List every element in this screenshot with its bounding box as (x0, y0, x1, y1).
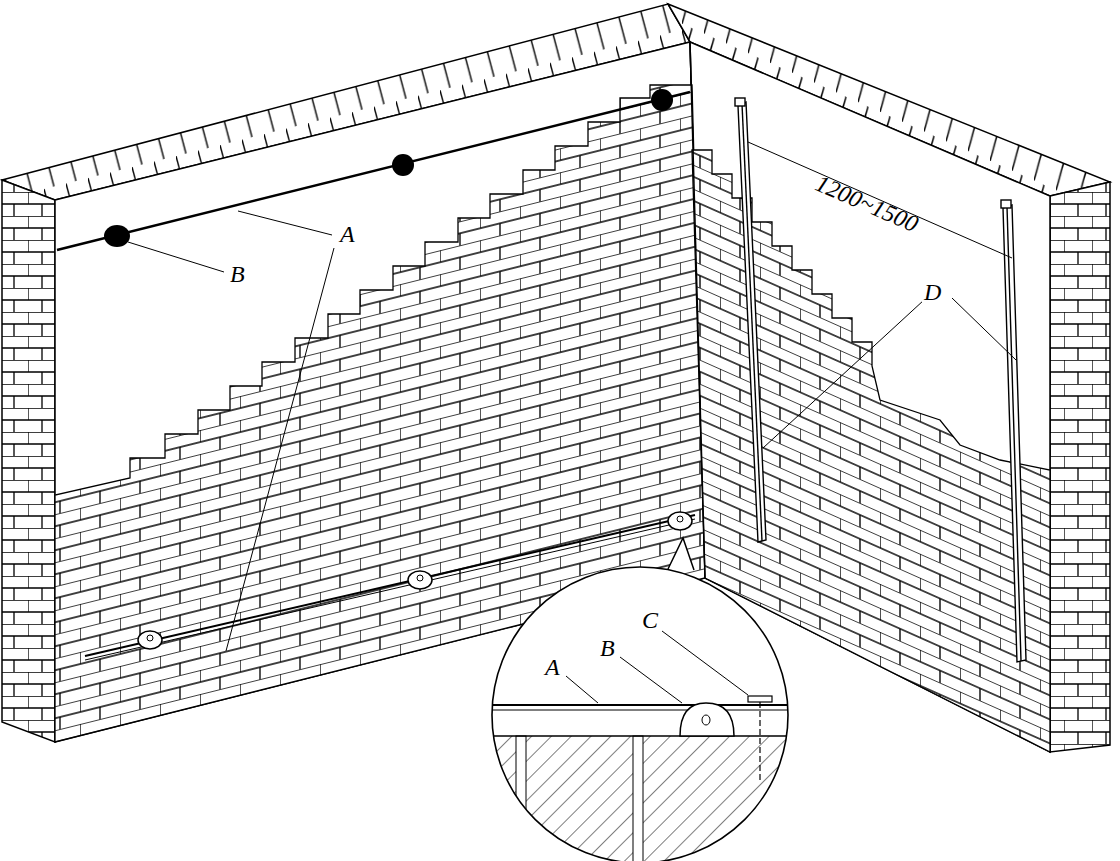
callout-letter: A (338, 222, 357, 246)
callout-letter: C (640, 608, 660, 632)
callout-letter: D (922, 280, 943, 304)
callout-letter: B (228, 262, 247, 286)
callout-letter: B (598, 636, 617, 660)
callout-letter: A (543, 655, 562, 679)
